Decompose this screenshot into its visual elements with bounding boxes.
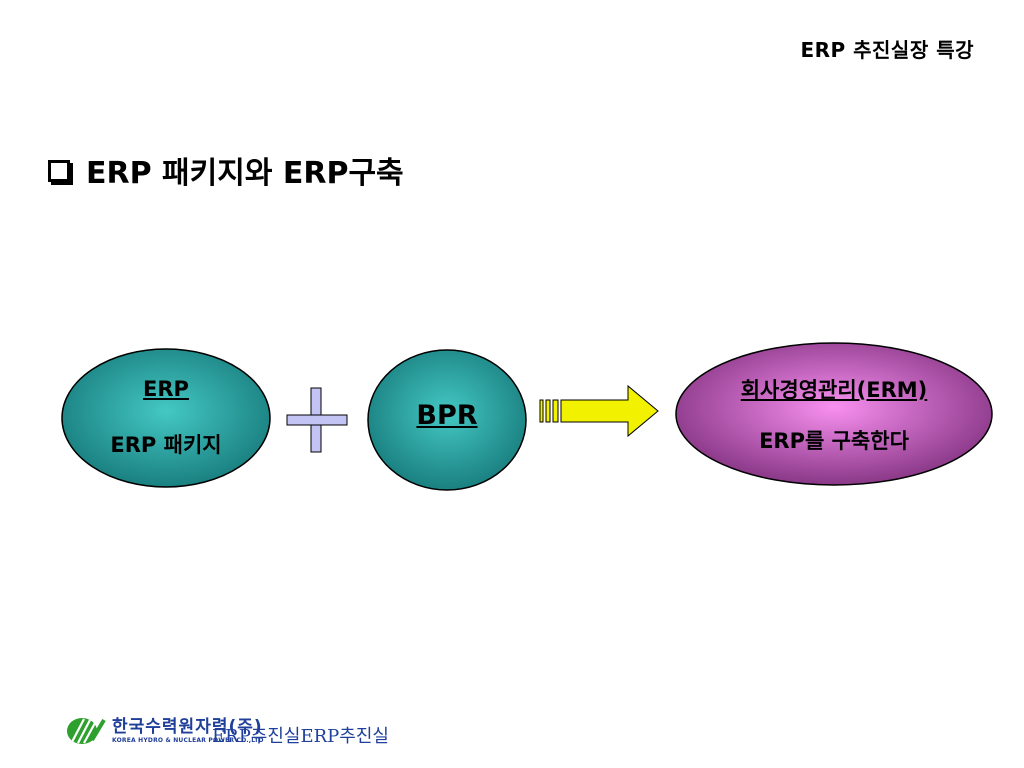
bpr-node-label: BPR bbox=[416, 400, 478, 431]
erp-node bbox=[61, 348, 271, 488]
erp-node-label: ERP bbox=[143, 377, 189, 401]
erm-node-sublabel: ERP를 구축한다 bbox=[759, 429, 909, 453]
footer-text: ERP추진실ERP추진실 bbox=[212, 726, 389, 747]
erm-node bbox=[675, 342, 993, 486]
logo-korean-text: 한국수력원자력(주) bbox=[112, 716, 263, 737]
company-logo: 한국수력원자력(주) KOREA HYDRO & NUCLEAR POWER C… bbox=[66, 716, 264, 746]
company-logo-icon bbox=[67, 718, 106, 744]
checkbox-bullet-icon bbox=[48, 160, 70, 182]
erp-node-sublabel: ERP 패키지 bbox=[110, 433, 222, 457]
slide-title-text: ERP 패키지와 ERP구축 bbox=[86, 156, 404, 191]
header-title: ERP 추진실장 특강 bbox=[800, 38, 974, 62]
logo-english-text: KOREA HYDRO & NUCLEAR POWER CO.,LTD bbox=[112, 736, 264, 744]
plus-icon bbox=[286, 387, 348, 453]
arrow-right-icon bbox=[539, 384, 659, 438]
erm-node-label: 회사경영관리(ERM) bbox=[740, 378, 928, 402]
slide-title: ERP 패키지와 ERP구축 bbox=[48, 148, 404, 192]
bpr-node bbox=[367, 349, 527, 491]
